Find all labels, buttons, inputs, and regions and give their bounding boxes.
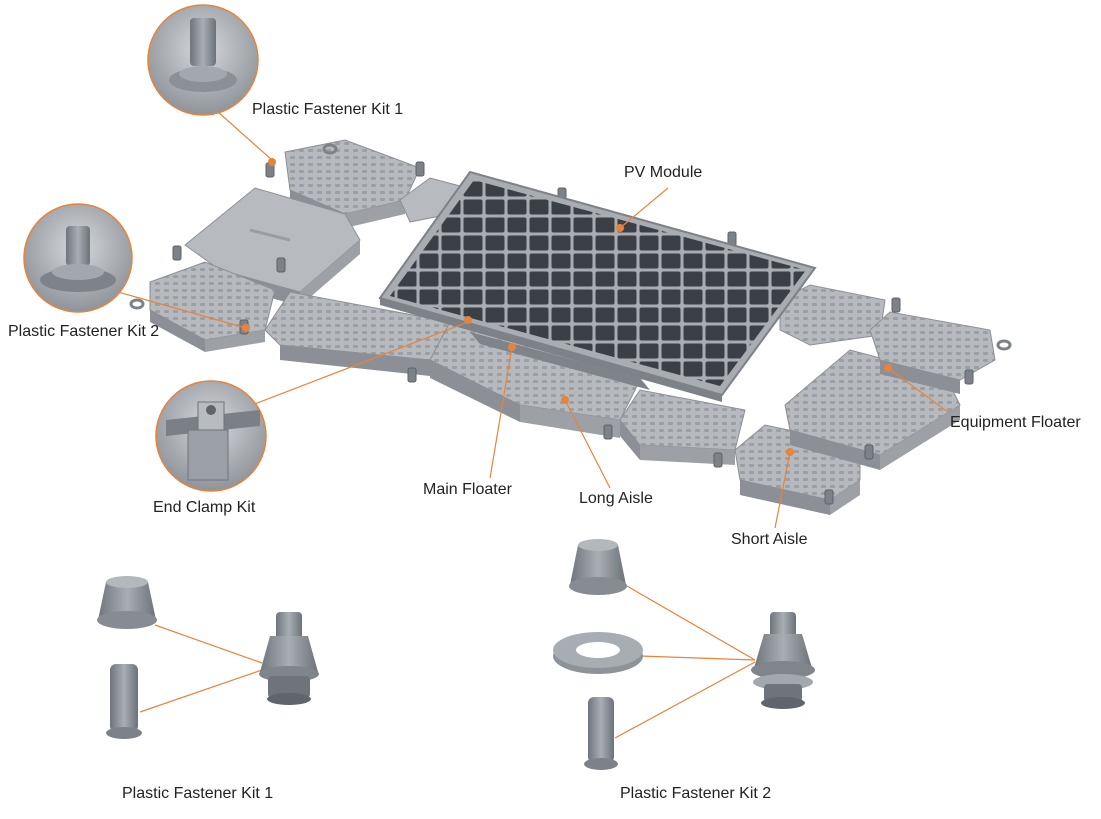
floater-handles bbox=[129, 143, 1012, 351]
callout-dots bbox=[242, 158, 892, 456]
kit-1-exploded bbox=[97, 576, 319, 739]
label-long-aisle: Long Aisle bbox=[579, 490, 653, 507]
label-equipment-floater: Equipment Floater bbox=[950, 414, 1081, 431]
floater-connector-front bbox=[619, 389, 746, 465]
label-pv-module: PV Module bbox=[624, 164, 703, 181]
kit-1-cap-part bbox=[97, 576, 157, 629]
lens-fastener-kit-2 bbox=[23, 203, 133, 313]
label-main-floater: Main Floater bbox=[423, 481, 512, 498]
label-plastic-fastener-kit-2-bottom: Plastic Fastener Kit 2 bbox=[620, 785, 772, 802]
lens-fastener-kit-1 bbox=[147, 4, 259, 116]
label-end-clamp-kit: End Clamp Kit bbox=[153, 499, 256, 516]
lens-end-clamp bbox=[155, 380, 267, 492]
floater-left-large bbox=[184, 187, 361, 306]
kit-1-assembled-part bbox=[259, 612, 319, 705]
floater-platform bbox=[129, 139, 1012, 515]
kit-1-bolt-part bbox=[106, 664, 142, 739]
main-floater bbox=[429, 321, 641, 438]
label-plastic-fastener-kit-1-top: Plastic Fastener Kit 1 bbox=[252, 101, 404, 118]
label-short-aisle: Short Aisle bbox=[731, 531, 808, 548]
kit-2-exploded bbox=[553, 539, 815, 770]
kit-2-ring-part bbox=[553, 632, 643, 674]
kit-2-bolt-part bbox=[584, 697, 618, 770]
floater-right-back bbox=[779, 284, 996, 394]
kit-2-assembled-part bbox=[751, 612, 815, 709]
label-plastic-fastener-kit-2-top: Plastic Fastener Kit 2 bbox=[8, 323, 160, 340]
label-plastic-fastener-kit-1-bottom: Plastic Fastener Kit 1 bbox=[122, 785, 274, 802]
pv-module bbox=[378, 170, 817, 402]
floater-top-left bbox=[284, 139, 421, 228]
kit-2-cap-part bbox=[569, 539, 627, 595]
callout-lines bbox=[117, 111, 949, 529]
